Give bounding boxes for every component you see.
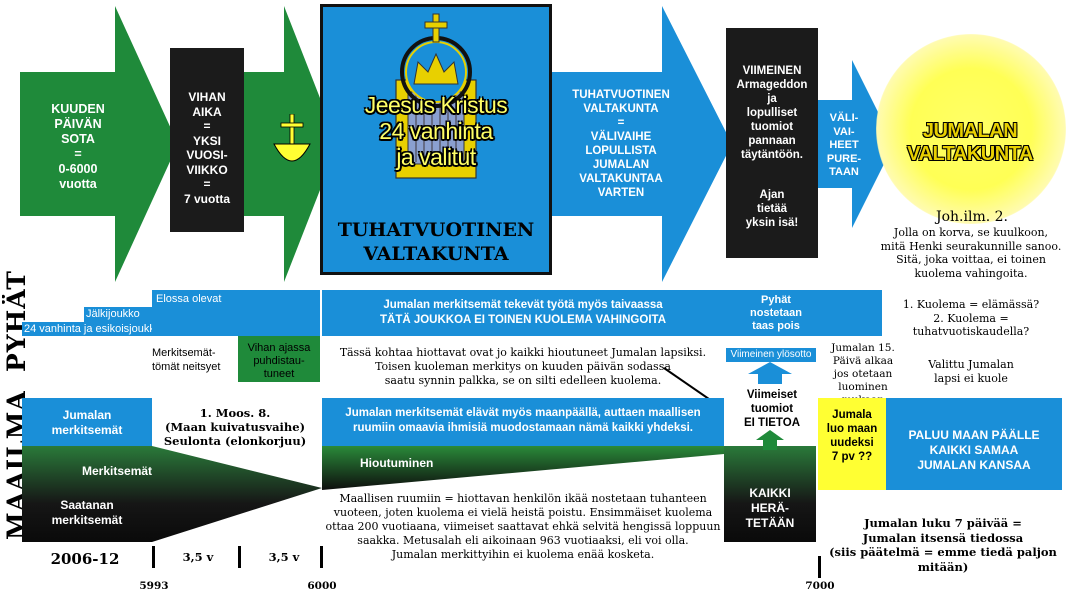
marked-label: Jumalan merkitsemät (51, 408, 123, 437)
purified-note: Tässä kohtaa hiottavat ovat jo kaikki hi… (339, 346, 707, 387)
wrath-cleansed-box (238, 336, 320, 382)
narrowing-wedge (152, 446, 322, 542)
genesis-note: 1. Moos. 8. (Maan kuivatusvaihe) Seulont… (163, 406, 307, 448)
heaven-work-band (322, 290, 724, 336)
all-awakened-label: KAIKKI HERÄ- TETÄÄN (745, 486, 795, 530)
last-rapture-label: Viimeinen ylösotto (730, 349, 812, 360)
up-arrow-green (756, 430, 784, 450)
six-day-war-arrow (20, 6, 178, 282)
satan-marked-label: Saatanan merkitsemät (51, 498, 123, 527)
latter-group-label: Jälkijoukko (86, 308, 140, 320)
new-earth-box (818, 398, 886, 490)
return-label: PALUU MAAN PÄÄLLE KAIKKI SAMAA JUMALAN K… (908, 428, 1040, 472)
return-box (886, 398, 1062, 490)
marked-box (22, 398, 152, 446)
death-list: 1. Kuolema = elämässä? 2. Kuolema = tuha… (902, 298, 1040, 338)
unmarked-box (22, 446, 152, 542)
span1-label: 3,5 v (182, 550, 214, 564)
refining-label: Hioutuminen (360, 456, 434, 470)
day15-note: Jumalan 15. Päivä alkaa jos otetaan luom… (831, 342, 895, 406)
up-arrow-blue (748, 362, 792, 384)
throne-crown-icon (395, 13, 477, 179)
wrath-cleansed-top (238, 290, 320, 336)
six-day-war-label: KUUDEN PÄIVÄN SOTA = 0-6000 vuotta (51, 102, 105, 191)
living-step (152, 290, 238, 336)
new-earth-label: Jumala luo maan uudeksi 7 pv ?? (826, 409, 878, 463)
millennium-phase-label: TUHATVUOTINEN VALTAKUNTA = VÄLIVAIHE LOP… (572, 89, 670, 199)
elders-step (22, 322, 162, 336)
kingdom-title: JUMALAN VALTAKUNTA (907, 120, 1033, 165)
latter-group-step (84, 307, 164, 322)
only-father-knows-label: Ajan tietää yksin isä! (745, 189, 799, 229)
center-title: Jeesus Kristus 24 vanhinta ja valitut (364, 92, 508, 170)
tick-5993 (152, 546, 155, 568)
cross-lamp-icon (273, 114, 311, 162)
tick-7000 (818, 556, 821, 578)
span2-label: 3,5 v (268, 550, 300, 564)
all-awakened-box (724, 446, 816, 542)
elders-label: 24 vanhinta ja esikoisjoukko (24, 323, 161, 335)
phases-dismantled-arrow (818, 60, 894, 228)
timeline-start: 2006-12 (50, 550, 120, 568)
heaven-work-label: Jumalan merkitsemät tekevät työtä myös t… (379, 299, 666, 326)
tick-mid (238, 546, 241, 568)
wrath-cleansed-label: Vihan ajassa puhdistau- tuneet (247, 342, 311, 380)
year-6000: 6000 (307, 580, 337, 592)
earth-band (322, 398, 724, 446)
revelation-quote: Jolla on korva, se kuulkoon, mitä Henki … (880, 226, 1062, 280)
revelation-ref: Joh.ilm. 2. (936, 209, 1008, 225)
kingdom-glow (876, 34, 1066, 224)
phases-dismantled-label: VÄLI- VAI- HEET PURE- TAAN (826, 112, 862, 178)
earthly-body-note: Maallisen ruumiin = hiottavan henkilön i… (325, 492, 721, 561)
wrath-time-box (170, 48, 244, 232)
year-7000: 7000 (805, 580, 835, 592)
armageddon-label: VIIMEINEN Armageddon ja lopulliset tuomi… (736, 65, 808, 161)
chosen-note: Valittu Jumalan lapsi ei kuole (928, 358, 1014, 385)
wrath-time-label: VIHAN AIKA = YKSI VUOSI- VIIKKO = 7 vuot… (183, 90, 230, 206)
last-judgment-label: Viimeiset tuomiot EI TIETOA (743, 389, 801, 429)
conclusion-note: Jumalan luku 7 päivää = Jumalan itsensä … (829, 516, 1057, 574)
saints-raised-label: Pyhät nostetaan taas pois (750, 294, 802, 332)
living-label: Elossa olevat (156, 293, 222, 305)
millennium-phase-arrow (552, 6, 732, 282)
armageddon-box (726, 28, 818, 258)
refining-wedge (322, 446, 724, 490)
center-subtitle: TUHATVUOTINEN VALTAKUNTA (337, 219, 535, 265)
last-rapture-box (726, 348, 816, 362)
earth-band-label: Jumalan merkitsemät elävät myös maanpääl… (345, 407, 701, 434)
unmarked-virgins-label: Merkitsemät- tömät neitsyet (152, 347, 221, 373)
year-5993: 5993 (139, 580, 169, 592)
saints-raised-box (724, 290, 882, 336)
tick-6000 (320, 546, 323, 568)
